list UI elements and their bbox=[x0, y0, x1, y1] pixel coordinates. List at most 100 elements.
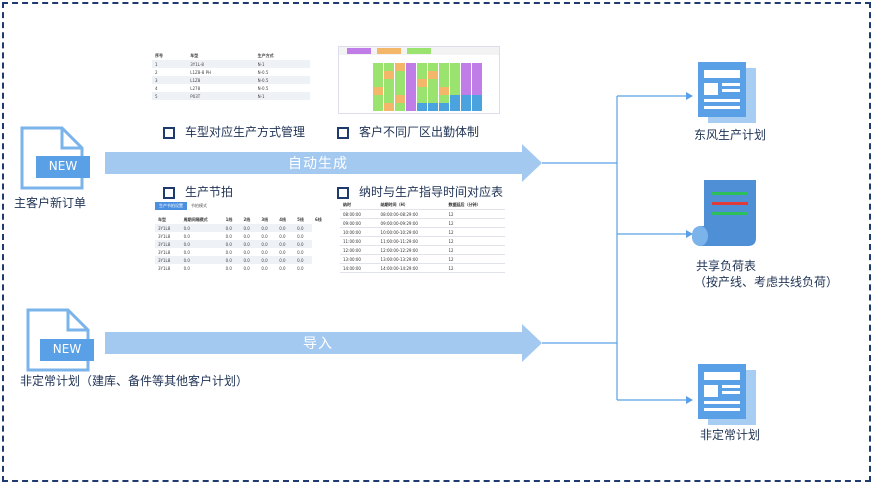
attendance-cell bbox=[406, 63, 417, 71]
import-arrow bbox=[105, 324, 542, 362]
table-cell: 0.0 bbox=[276, 224, 295, 232]
newspaper-icon-2 bbox=[698, 364, 756, 425]
table-cell: P03T bbox=[187, 92, 255, 100]
table-cell: 14:00:00 bbox=[340, 263, 378, 273]
table-cell: 12 bbox=[445, 236, 505, 246]
table-cell: 0.0 bbox=[243, 249, 250, 255]
table-cell: 3Y1L8 bbox=[158, 233, 171, 239]
attendance-cell bbox=[384, 87, 395, 95]
header-cell: 3线 bbox=[261, 217, 269, 222]
attendance-cell bbox=[461, 79, 472, 87]
attendance-cell bbox=[373, 63, 384, 71]
table-cell: 0.0 bbox=[261, 249, 268, 255]
table-cell: 12 bbox=[445, 254, 505, 264]
factor-delivery: 纳时与生产指导时间对应表 bbox=[337, 183, 503, 200]
header-cell: 序号 bbox=[155, 53, 163, 58]
header-cell: 纳期时间（H） bbox=[377, 201, 446, 210]
connector-lines bbox=[542, 95, 686, 401]
connector-heads bbox=[686, 92, 693, 404]
table-cell: 10:00:00-10:29:00 bbox=[377, 227, 446, 237]
attendance-cell bbox=[461, 63, 472, 71]
table-cell: 10:00:00 bbox=[340, 227, 378, 237]
attendance-cell bbox=[428, 79, 439, 87]
attendance-cell bbox=[428, 63, 439, 71]
attendance-cell bbox=[417, 95, 428, 103]
shared-load-sublabel: （按产线、考虑共线负荷） bbox=[694, 275, 839, 289]
factor-attendance: 客户不同厂区出勤体制 bbox=[337, 123, 479, 140]
shared-load-label: 共享负荷表 bbox=[696, 259, 757, 273]
attendance-cell bbox=[384, 103, 395, 111]
header-cell: 数据延后（分钟） bbox=[445, 201, 505, 210]
table-cell: 1 bbox=[152, 60, 188, 68]
header-cell: 周期间隔模式 bbox=[183, 217, 208, 222]
attendance-cell bbox=[461, 71, 472, 79]
attendance-row bbox=[373, 71, 499, 79]
attendance-cell bbox=[450, 87, 461, 95]
table-cell: 08:00:00 bbox=[340, 209, 378, 219]
table-cell: 0.0 bbox=[279, 233, 286, 239]
attendance-cell bbox=[417, 79, 428, 87]
table-cell: 14:00:00-14:29:00 bbox=[377, 263, 446, 273]
table-cell: 0.0 bbox=[180, 256, 223, 264]
header-cell: 车型 bbox=[190, 53, 199, 58]
table-cell: 0.0 bbox=[276, 256, 295, 264]
attendance-cell bbox=[461, 95, 472, 103]
table-cell: 0.0 bbox=[279, 265, 286, 271]
table-cell: 0.0 bbox=[222, 224, 241, 232]
attendance-cell bbox=[428, 95, 439, 103]
attendance-cell bbox=[439, 79, 450, 87]
table-cell: N-1 bbox=[254, 60, 310, 68]
table-cell: 0.0 bbox=[297, 233, 304, 239]
attendance-cell bbox=[472, 87, 483, 95]
attendance-cell bbox=[472, 103, 483, 111]
attendance-cell bbox=[395, 71, 406, 79]
table-cell: 0.0 bbox=[258, 256, 277, 264]
table-header: 序号车型生产方式 bbox=[152, 52, 310, 60]
table-cell: 0.0 bbox=[276, 240, 295, 248]
attendance-cell bbox=[373, 95, 384, 103]
attendance-cell bbox=[406, 71, 417, 79]
table-cell: 0.0 bbox=[297, 249, 304, 255]
table-cell: N-0.5 bbox=[257, 85, 269, 91]
attendance-cell bbox=[373, 103, 384, 111]
table-cell: 0.0 bbox=[297, 265, 304, 271]
table-cell: 4 bbox=[155, 85, 158, 91]
table-cell: 3Y1L8 bbox=[155, 224, 181, 232]
attendance-cell bbox=[395, 95, 406, 103]
attendance-cell bbox=[417, 87, 428, 95]
table-cell: 0.0 bbox=[240, 224, 259, 232]
attendance-cell bbox=[417, 63, 428, 71]
table-header: 纳时纳期时间（H）数据延后（分钟） bbox=[340, 201, 505, 210]
attendance-cell bbox=[384, 95, 395, 103]
table-cell: 12 bbox=[445, 245, 505, 255]
table-cell: 0.0 bbox=[261, 265, 268, 271]
table-cell: N-0.5 bbox=[254, 76, 310, 84]
new-badge-2: NEW bbox=[52, 342, 82, 356]
checkbox-icon bbox=[337, 186, 349, 199]
table-cell: L1Z8-8 PH bbox=[190, 69, 211, 75]
dongfeng-plan-label: 东风生产计划 bbox=[694, 128, 767, 142]
table-cell: 0.0 bbox=[222, 256, 241, 264]
table-cell: 0.0 bbox=[294, 224, 313, 232]
attendance-row bbox=[373, 87, 499, 95]
header-cell: 纳时 bbox=[340, 201, 378, 210]
table-cell: 13:00:00 bbox=[340, 254, 378, 264]
attendance-cell bbox=[406, 103, 417, 111]
table-cell: 0.0 bbox=[279, 249, 286, 255]
table-cell: 3Y1L8 bbox=[155, 256, 181, 264]
table-cell: 08:00:00-08:29:00 bbox=[377, 209, 446, 219]
attendance-cell bbox=[428, 103, 439, 111]
table-cell: 2 bbox=[155, 69, 158, 75]
table-cell: N-1 bbox=[254, 92, 310, 100]
attendance-cell bbox=[373, 87, 384, 95]
attendance-thumbnail bbox=[338, 46, 500, 114]
table-cell: N-0.5 bbox=[257, 69, 269, 75]
attendance-cell bbox=[395, 63, 406, 71]
